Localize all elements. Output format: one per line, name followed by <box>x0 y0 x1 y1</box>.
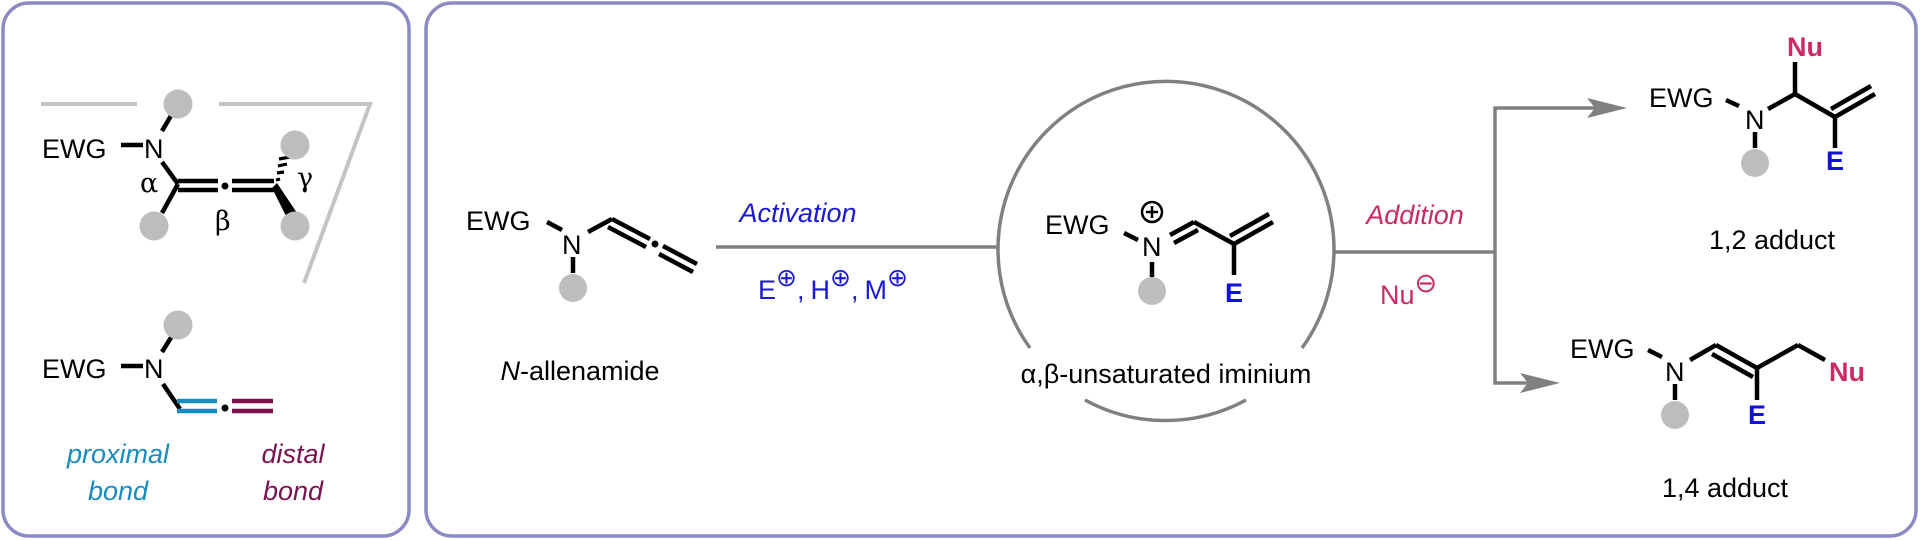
nitrogen-label: N <box>144 354 164 384</box>
substituent-circle <box>1661 401 1689 429</box>
alpha-label: α <box>140 168 158 199</box>
arrowhead-12 <box>1587 98 1627 118</box>
substituent-circle <box>280 130 310 160</box>
electrophile-label: E <box>1748 400 1766 430</box>
substituent-circle <box>163 89 193 119</box>
nitrogen-label: N <box>1745 105 1765 135</box>
ewg-label: EWG <box>1045 210 1110 240</box>
beta-label: β <box>215 206 231 237</box>
distal-bond <box>232 398 273 414</box>
iminium-intermediate: ⊕ EWG N E α,β-unsaturated iminium <box>996 79 1336 423</box>
right-panel <box>424 1 1918 538</box>
substituent-circle <box>559 274 587 302</box>
substituent-circle <box>139 211 169 241</box>
nucleophile-label: Nu <box>1829 357 1865 387</box>
n-allenamide-structure: EWG N N-allenamide <box>466 206 699 386</box>
adduct-14-label: 1,4 adduct <box>1662 473 1789 503</box>
allene-geometry-structure: EWG N α β γ <box>41 89 373 284</box>
activation-step: Activation E⊕,H⊕,M⊕ <box>716 198 999 305</box>
solid-wedge <box>272 183 297 218</box>
proximal-bond <box>177 398 217 414</box>
ewg-label: EWG <box>1570 334 1635 364</box>
addition-step <box>1334 106 1612 385</box>
nitrogen-label: N <box>1665 357 1685 387</box>
activation-reagents: E⊕,H⊕,M⊕ <box>758 264 908 305</box>
electrophile-label: E <box>1225 278 1243 308</box>
nitrogen-label: N <box>562 230 582 260</box>
ewg-label: EWG <box>466 206 531 236</box>
arrowhead-14 <box>1520 373 1560 393</box>
plane-outline <box>41 102 373 284</box>
nucleophile-reagent: Nu⊖ <box>1380 268 1437 310</box>
substituent-circle <box>280 211 310 241</box>
left-panel <box>1 1 411 538</box>
adduct-14-structure: EWG N Nu E 1,4 adduct <box>1570 334 1865 503</box>
distal-bond-label: bond <box>263 476 324 506</box>
proximal-distal-structure: EWG N proximal bond distal bond <box>42 310 326 506</box>
proximal-bond-label: bond <box>88 476 149 506</box>
ewg-label: EWG <box>42 134 107 164</box>
substituent-circle <box>1741 149 1769 177</box>
ewg-label: EWG <box>42 354 107 384</box>
proximal-label: proximal <box>66 439 170 469</box>
distal-label: distal <box>261 439 325 469</box>
electrophile-label: E <box>1826 146 1844 176</box>
nitrogen-label: N <box>1142 232 1162 262</box>
intermediate-circle-bottom <box>1084 398 1247 423</box>
addition-label: Addition <box>1364 200 1464 230</box>
ewg-label: EWG <box>1649 83 1714 113</box>
substituent-circle <box>1138 277 1166 305</box>
adduct-12-structure: EWG N Nu E 1,2 adduct <box>1649 32 1877 255</box>
nitrogen-label: N <box>144 134 164 164</box>
adduct-12-label: 1,2 adduct <box>1709 225 1836 255</box>
nucleophile-label: Nu <box>1787 32 1823 62</box>
intermediate-circle <box>996 79 1336 350</box>
iminium-label: α,β-unsaturated iminium <box>1021 359 1312 389</box>
allenamide-label: N-allenamide <box>500 356 659 386</box>
activation-label: Activation <box>737 198 856 228</box>
substituent-circle <box>163 310 193 340</box>
gamma-label: γ <box>297 163 313 194</box>
hashed-wedge <box>275 155 291 182</box>
